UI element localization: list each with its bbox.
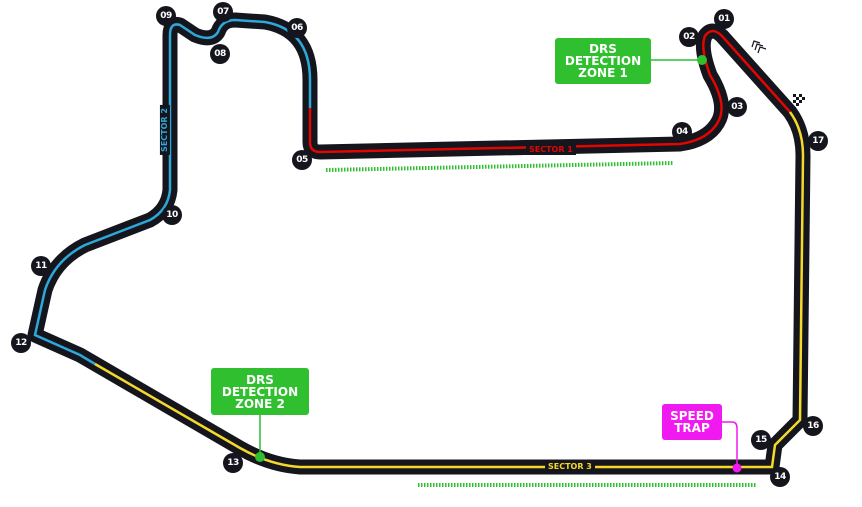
sector-1-label: SECTOR 1 <box>526 145 576 155</box>
sector-2-label: SECTOR 2 <box>159 105 170 155</box>
corner-marker-12: 12 <box>11 333 31 353</box>
speed-trap-point <box>732 463 742 473</box>
drs2-line-2: DETECTION <box>221 384 299 399</box>
corner-marker-11: 11 <box>31 256 51 276</box>
corner-marker-07: 07 <box>213 2 233 22</box>
drs1-line-1: DRS <box>589 42 617 56</box>
drs1-detection-point <box>697 55 707 65</box>
speed-trap-leader-line <box>722 421 738 468</box>
speed-trap-callout: SPEED TRAP <box>662 404 722 440</box>
chevron-arrows-icon <box>751 40 767 54</box>
drs-detection-zone-1-callout: DRS DETECTION ZONE 1 <box>555 38 651 84</box>
checkered-flag-icon <box>793 94 805 106</box>
corner-marker-14: 14 <box>770 467 790 487</box>
speed-trap-line-2: TRAP <box>674 421 710 435</box>
drs-zone-1-line <box>325 161 674 172</box>
corner-marker-06: 06 <box>287 18 307 38</box>
corner-marker-10: 10 <box>162 205 182 225</box>
corner-marker-15: 15 <box>751 430 771 450</box>
sector-2-line <box>33 18 312 366</box>
drs1-line-3: ZONE 1 <box>578 66 628 80</box>
sector-1-line <box>308 29 791 154</box>
corner-marker-01: 01 <box>714 9 734 29</box>
track-outline <box>27 12 811 475</box>
sector-3-label: SECTOR 3 <box>545 462 595 472</box>
corner-marker-17: 17 <box>808 131 828 151</box>
corner-marker-16: 16 <box>803 416 823 436</box>
drs2-line-3: ZONE 2 <box>235 396 285 411</box>
speed-trap-line-1: SPEED <box>670 409 714 423</box>
drs2-line-1: DRS <box>246 372 274 387</box>
corner-marker-05: 05 <box>292 150 312 170</box>
corner-marker-08: 08 <box>210 44 230 64</box>
corner-marker-04: 04 <box>672 122 692 142</box>
drs-detection-zone-2-callout: DRS DETECTION ZONE 2 <box>211 368 309 415</box>
drs1-line-2: DETECTION <box>564 54 642 68</box>
drs2-detection-point <box>255 452 265 462</box>
corner-marker-02: 02 <box>679 27 699 47</box>
corner-marker-03: 03 <box>727 97 747 117</box>
corner-marker-09: 09 <box>156 6 176 26</box>
corner-marker-13: 13 <box>223 453 243 473</box>
